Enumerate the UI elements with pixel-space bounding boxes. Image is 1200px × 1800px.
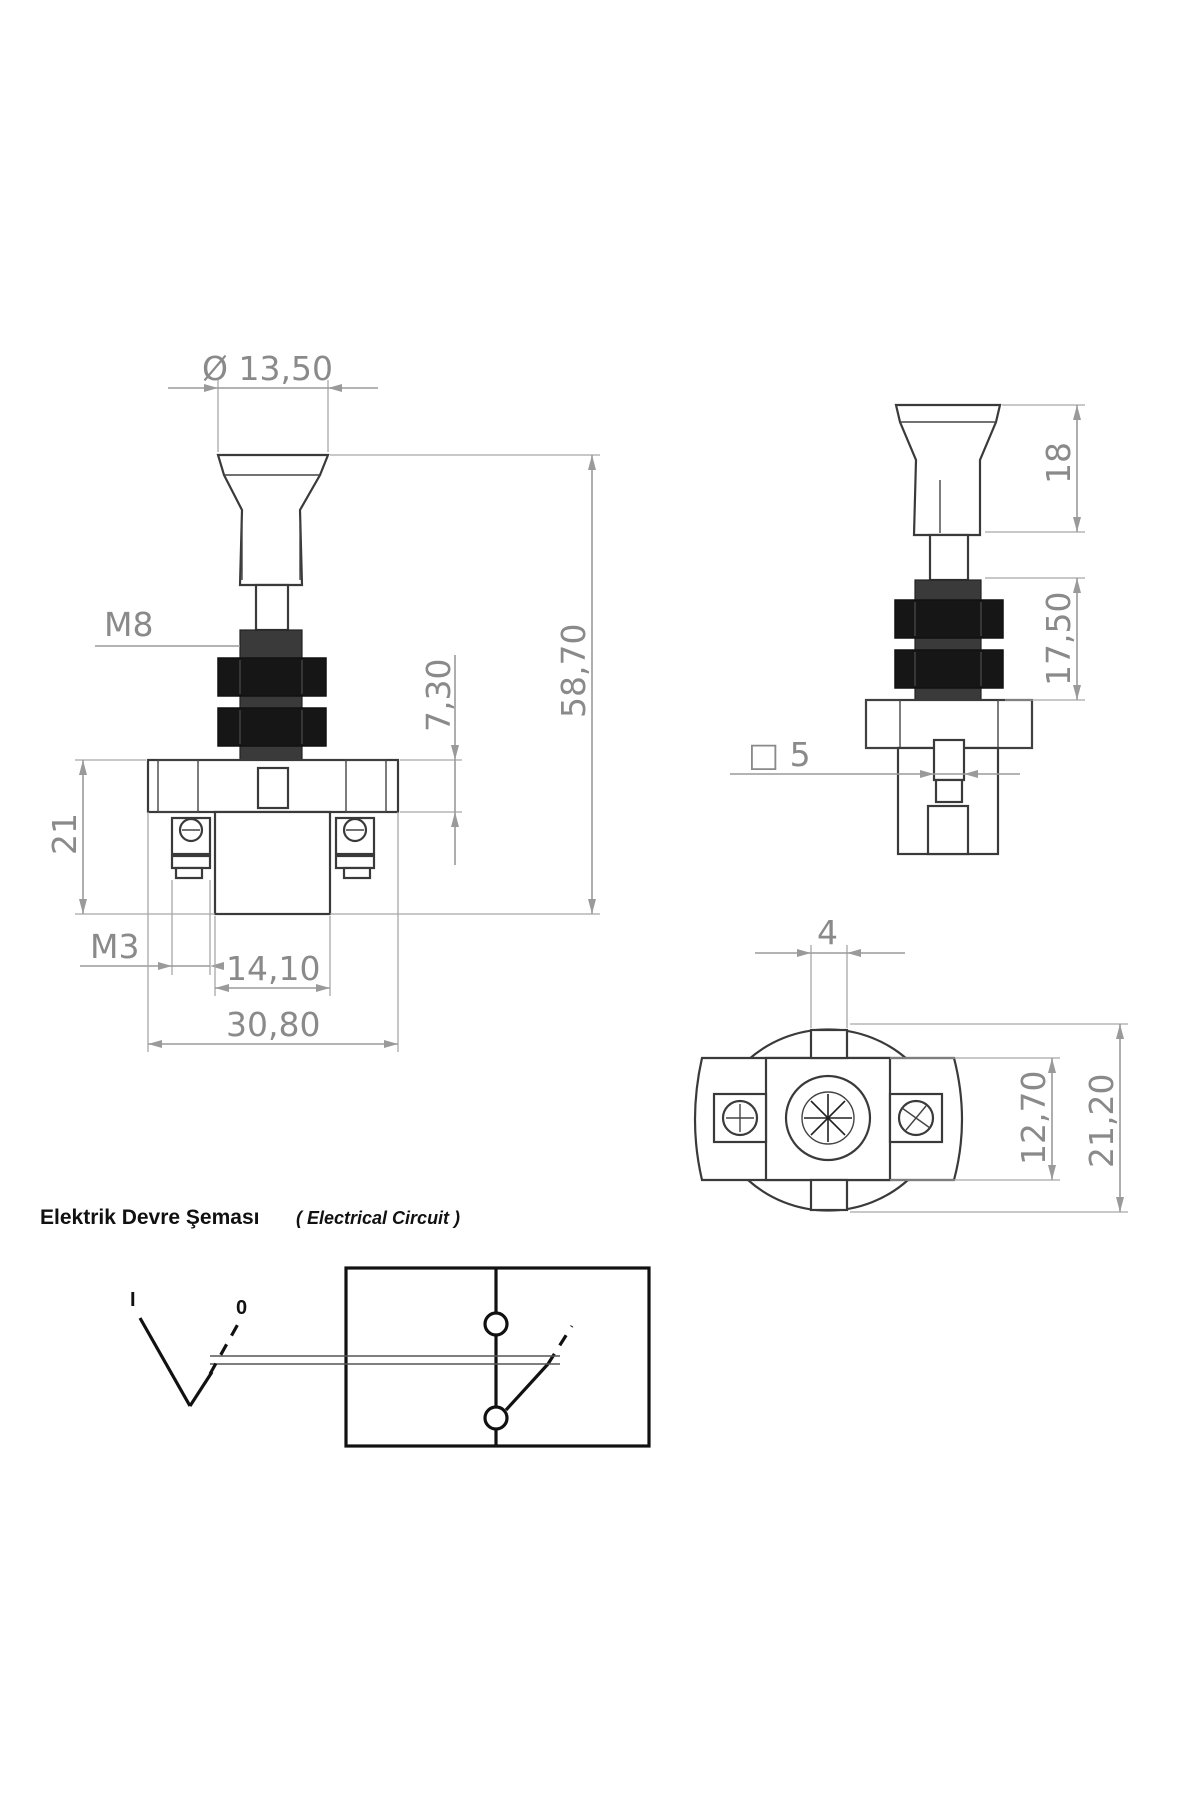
dim-head-diameter: Ø 13,50 <box>202 349 333 388</box>
side-nut-lower <box>894 649 1004 689</box>
lever-on <box>138 1317 192 1407</box>
contact-bottom <box>483 1405 509 1431</box>
dim-thread: M8 <box>104 605 153 644</box>
dim-outer-height: 21,20 <box>1082 1074 1121 1168</box>
dim-inner-height: 12,70 <box>1014 1071 1053 1165</box>
dim-square-shaft: □ 5 <box>748 735 811 774</box>
side-stem <box>928 533 970 582</box>
front-nut-upper <box>217 657 327 697</box>
circuit-title: Elektrik Devre Şeması <box>40 1206 259 1229</box>
contact-top <box>483 1311 509 1337</box>
dim-head-height: 18 <box>1039 442 1078 484</box>
dim-slot-width: 4 <box>817 913 838 952</box>
bottom-screw-right <box>888 1092 944 1144</box>
front-terminal-left <box>170 816 212 880</box>
side-view: 18 17,50 □ 5 <box>730 403 1085 856</box>
electrical-circuit: Elektrik Devre Şeması ( Electrical Circu… <box>40 1206 651 1448</box>
dim-screw: M3 <box>90 927 139 966</box>
circuit-title-en: ( Electrical Circuit ) <box>296 1208 460 1228</box>
dim-nut-height: 17,50 <box>1039 592 1078 686</box>
dim-nut-offset: 7,30 <box>419 659 458 732</box>
front-nut-lower <box>217 707 327 747</box>
position-off: 0 <box>236 1297 247 1319</box>
side-knob-cap <box>894 403 1002 537</box>
dim-body-height: 21 <box>45 813 84 855</box>
front-stem <box>254 583 290 632</box>
bottom-view: 4 12,70 21,20 <box>693 913 1128 1213</box>
dim-total-width: 30,80 <box>226 1005 320 1044</box>
side-nut-upper <box>894 599 1004 639</box>
front-body <box>213 810 332 916</box>
lever-off <box>208 1323 240 1375</box>
position-on: I <box>130 1289 136 1311</box>
dim-total-height: 58,70 <box>554 624 593 718</box>
dim-inner-width: 14,10 <box>226 949 320 988</box>
front-view: Ø 13,50 M8 58,70 7,30 21 M3 <box>45 349 600 1052</box>
bottom-screw-left <box>712 1092 768 1144</box>
front-terminal-right <box>334 816 376 880</box>
